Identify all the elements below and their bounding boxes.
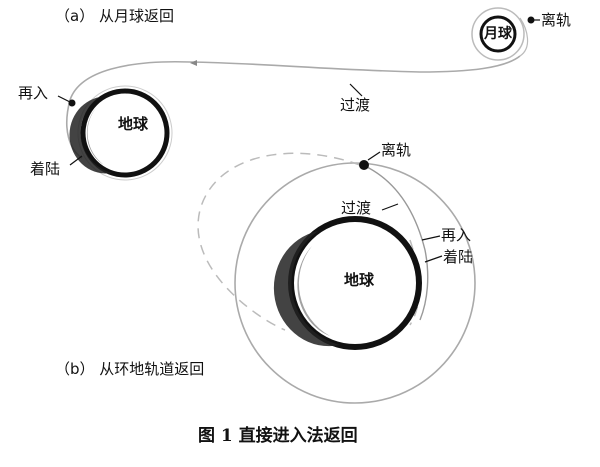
transfer-leader-b xyxy=(381,203,399,211)
reentry-leader-a xyxy=(57,95,71,103)
transfer-trajectory-b xyxy=(362,164,429,321)
earth-label-b: 地球 xyxy=(344,271,375,289)
moon-departure-point xyxy=(527,16,535,24)
earth-label-a: 地球 xyxy=(118,115,149,133)
trajectory-arrow xyxy=(190,60,197,66)
moon-label: 月球 xyxy=(484,26,512,42)
earth-a xyxy=(80,88,170,178)
earth-b-night-side xyxy=(273,231,340,347)
landing-label-b: 着陆 xyxy=(443,248,474,266)
moon xyxy=(479,15,517,53)
departure-leader-b xyxy=(367,151,381,161)
landing-label-a: 着陆 xyxy=(30,160,61,178)
lunar-return-trajectory-upper xyxy=(519,17,529,57)
dashed-orbit-b-lower xyxy=(409,239,421,326)
departure-point-b xyxy=(359,160,369,170)
panel-a-title: （a） 从月球返回 xyxy=(55,7,174,25)
reentry-leader-b xyxy=(421,235,441,241)
lunar-return-trajectory xyxy=(66,55,521,159)
departure-label-a: 离轨 xyxy=(541,11,572,29)
reentry-label-a: 再入 xyxy=(18,84,49,102)
reentry-point-a xyxy=(68,99,76,107)
earth-a-night-side xyxy=(69,97,112,174)
landing-leader-b xyxy=(424,255,443,263)
panel-b-title: （b） 从环地轨道返回 xyxy=(55,360,205,378)
transfer-label-a: 过渡 xyxy=(340,96,371,114)
reentry-label-b: 再入 xyxy=(441,226,472,244)
landing-leader-a xyxy=(69,155,83,166)
departure-label-b: 离轨 xyxy=(381,141,412,159)
transfer-label-b: 过渡 xyxy=(341,199,372,217)
transfer-leader-a xyxy=(349,83,363,97)
moon-orbit-ring xyxy=(471,7,525,61)
figure-caption: 图 1 直接进入法返回 xyxy=(198,426,358,446)
